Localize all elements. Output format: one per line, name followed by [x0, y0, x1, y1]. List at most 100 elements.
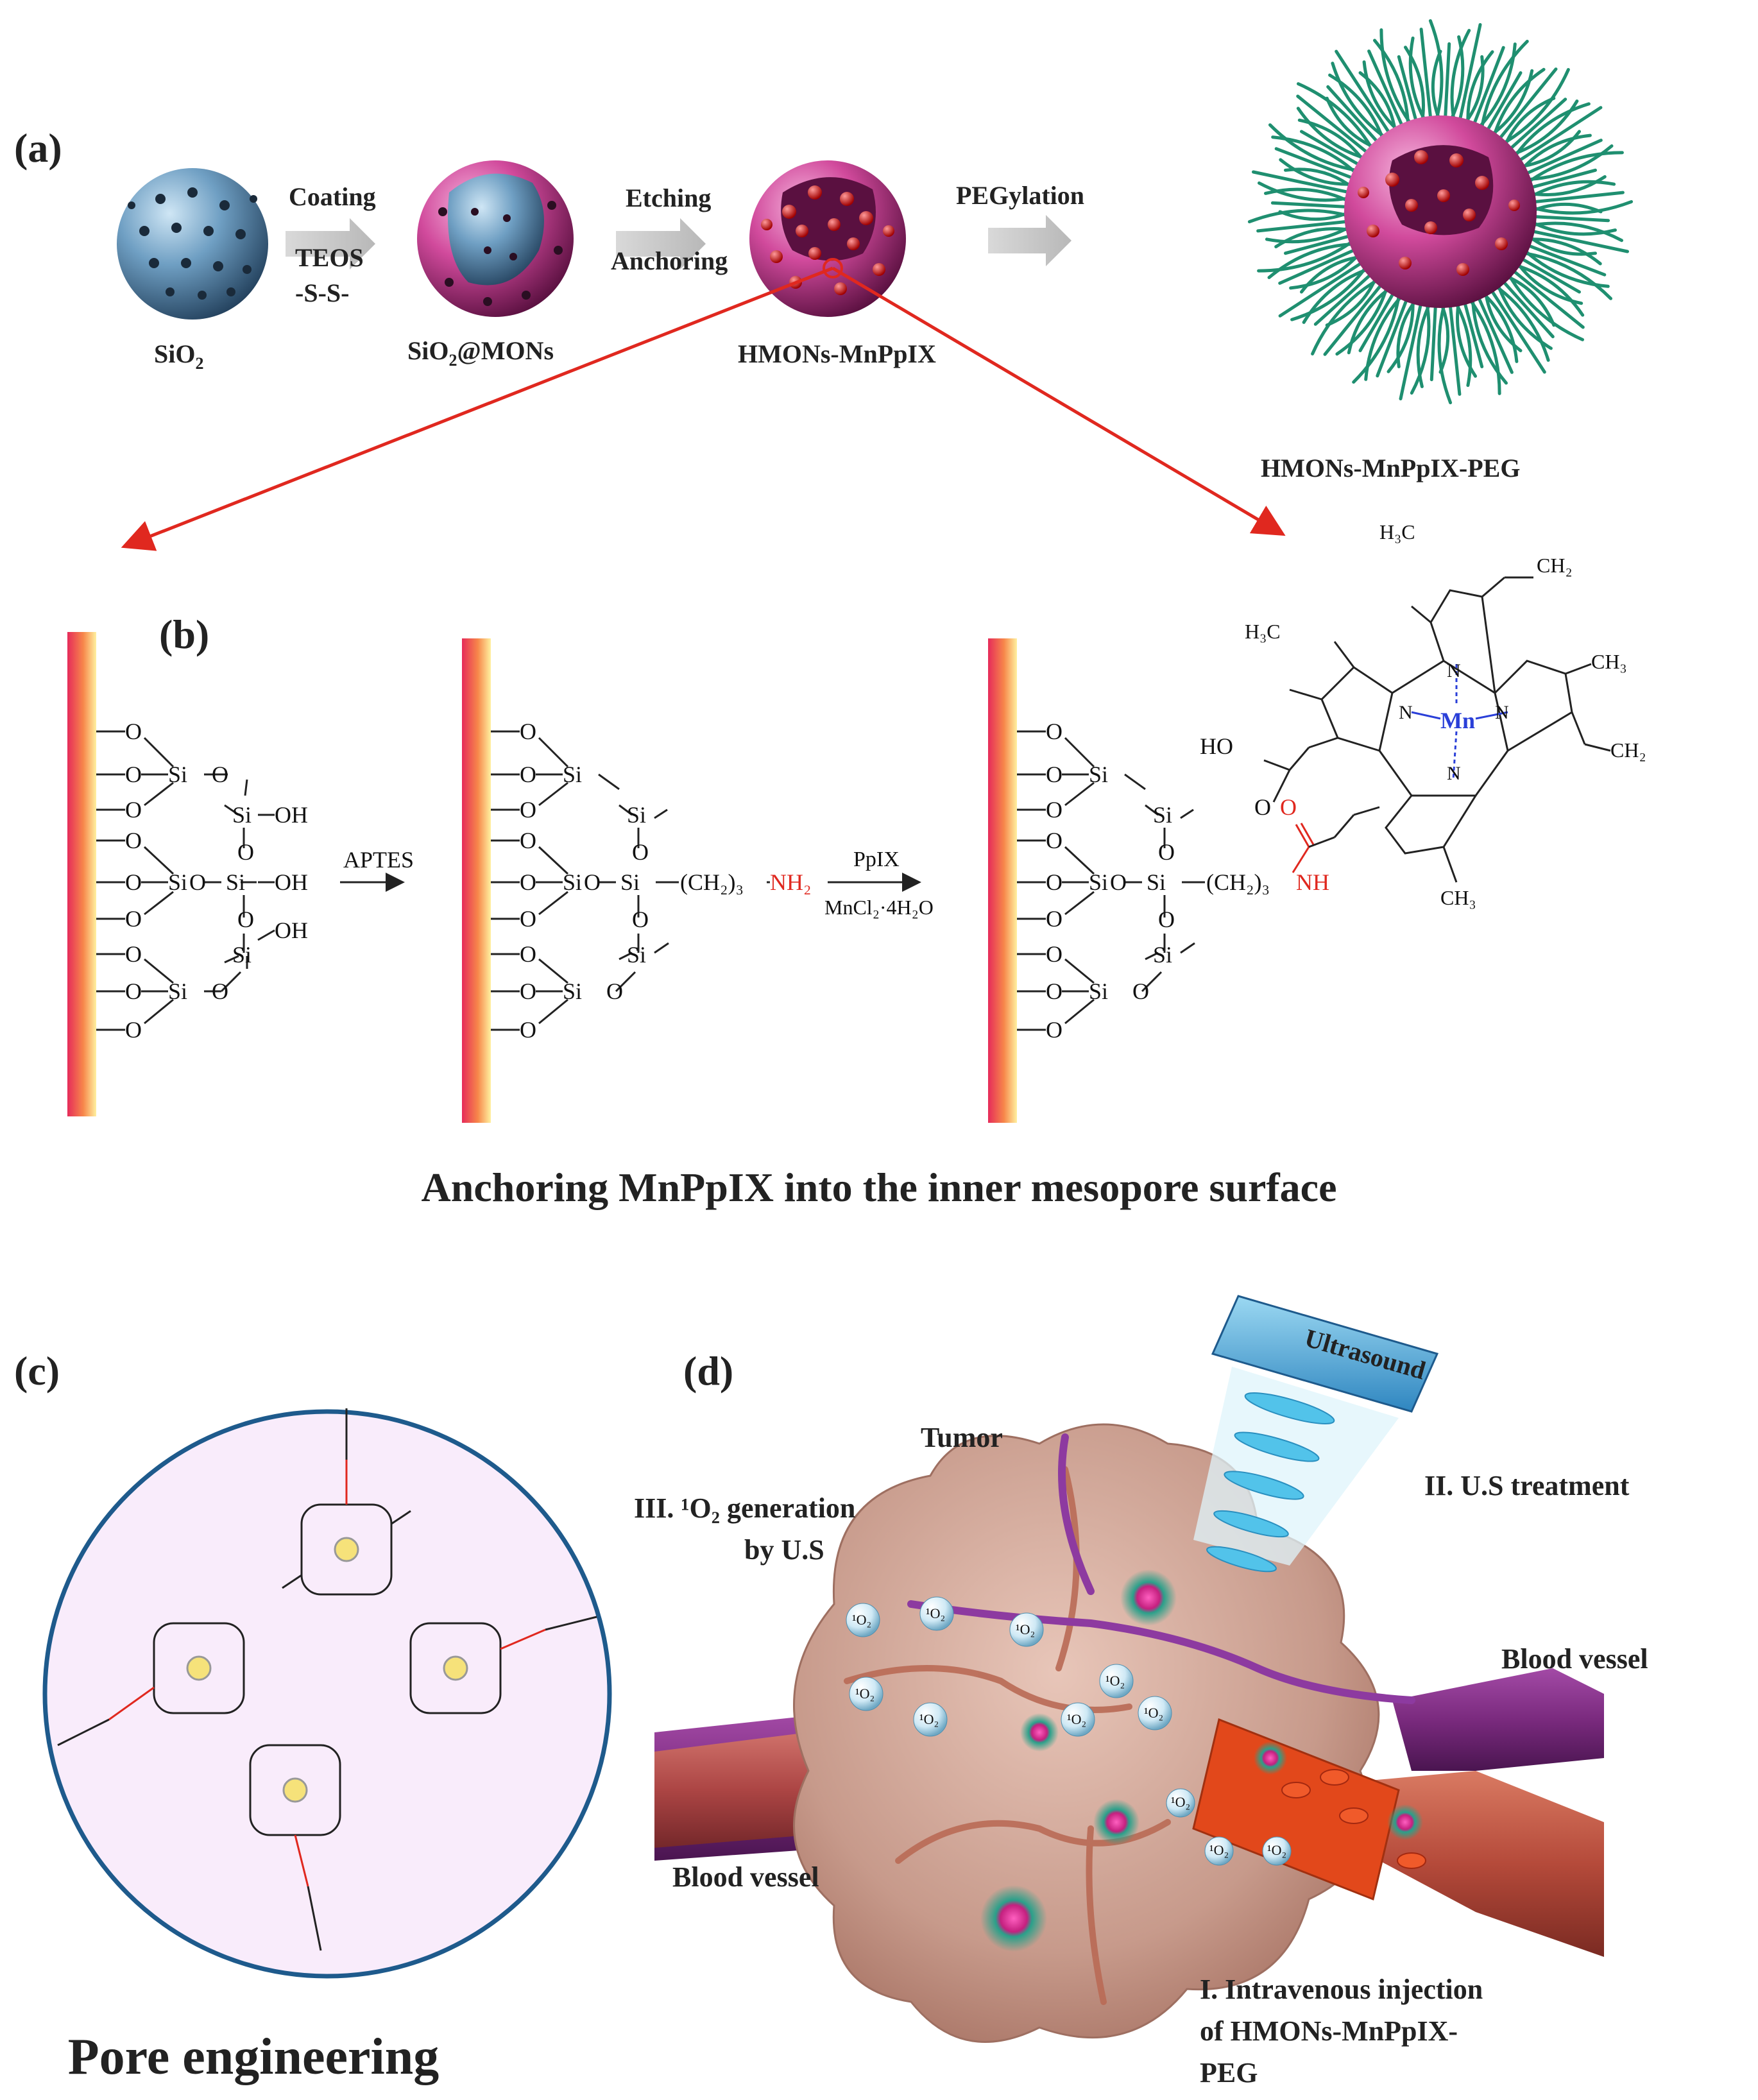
- tumor-label: Tumor: [921, 1422, 1003, 1453]
- silanol-surface-structure: [96, 730, 275, 1031]
- peg-chain: [1448, 299, 1462, 396]
- sio2-sphere-icon: [117, 168, 268, 320]
- aptes-surface-structure: [491, 730, 770, 1031]
- svg-text:O: O: [1046, 762, 1062, 787]
- svg-text:H₃C: H₃C: [1379, 520, 1415, 543]
- svg-text:O: O: [520, 1017, 536, 1043]
- svg-text:O: O: [520, 978, 536, 1004]
- svg-text:Si: Si: [168, 978, 187, 1004]
- panel-c-label: (c): [14, 1348, 60, 1394]
- svg-text:O: O: [1158, 907, 1175, 932]
- peg-chain: [1331, 62, 1390, 141]
- svg-text:CH₂: CH₂: [1537, 554, 1573, 577]
- svg-text:¹O₂: ¹O₂: [1144, 1705, 1163, 1721]
- hmons-mnppix-peg-label: HMONs-MnPpIX-PEG: [1261, 454, 1520, 482]
- silica-wall-3: [988, 638, 1017, 1123]
- peg-chain: [1521, 139, 1603, 177]
- peg-chain: [1376, 294, 1410, 378]
- svg-text:O: O: [1046, 869, 1062, 895]
- peg-chain: [1297, 82, 1376, 153]
- zoom-arrow-right: [832, 266, 1286, 536]
- teos-label: TEOS: [295, 243, 364, 272]
- svg-text:¹O₂: ¹O₂: [1105, 1673, 1125, 1689]
- peg-chain: [1358, 287, 1397, 352]
- peg-chain: [1367, 49, 1406, 132]
- peg-chain: [1524, 237, 1602, 266]
- zoom-circle: [823, 258, 843, 278]
- peg-chain: [1313, 270, 1376, 326]
- peg-chain: [1527, 221, 1623, 243]
- peg-chain: [1502, 273, 1556, 327]
- svg-text:O: O: [125, 762, 142, 787]
- panel-a-label: (a): [14, 125, 62, 171]
- step1-label-line3: PEG: [1200, 2057, 1258, 2088]
- peg-chain: [1278, 246, 1360, 285]
- peg-chain: [1419, 28, 1433, 124]
- svg-text:O: O: [237, 907, 254, 932]
- svg-text:Si: Si: [226, 869, 245, 895]
- svg-text:Mn: Mn: [1440, 708, 1475, 733]
- svg-text:Si: Si: [232, 942, 252, 968]
- peg-chain: [1457, 23, 1482, 126]
- svg-text:CH₃: CH₃: [1440, 886, 1476, 909]
- step1-label-line2: of HMONs-MnPpIX-: [1200, 2015, 1458, 2047]
- singlet-oxygen-labels: ¹O₂ ¹O₂ ¹O₂ ¹O₂ ¹O₂ ¹O₂ ¹O₂ ¹O₂ ¹O₂ ¹O₂ …: [852, 1605, 1286, 1858]
- peg-chain: [1323, 280, 1386, 356]
- peg-chain: [1487, 285, 1546, 374]
- peg-chain: [1438, 300, 1450, 374]
- svg-text:O: O: [125, 828, 142, 853]
- peg-chain: [1278, 259, 1367, 318]
- svg-text:Si: Si: [627, 802, 646, 828]
- svg-text:O: O: [1254, 794, 1271, 820]
- svg-text:N: N: [1447, 763, 1461, 784]
- svg-text:O: O: [1046, 978, 1062, 1004]
- svg-text:O: O: [1046, 941, 1062, 967]
- panel-d: (d): [634, 1295, 1648, 2088]
- svg-text:OH: OH: [275, 918, 308, 943]
- svg-text:O: O: [584, 869, 601, 895]
- peg-chain: [1480, 40, 1529, 133]
- svg-text:O: O: [520, 797, 536, 823]
- mncl2-label: MnCl₂·4H₂O: [824, 896, 934, 919]
- svg-text:Si: Si: [232, 802, 252, 828]
- svg-text:OH: OH: [275, 802, 308, 828]
- peg-chain: [1524, 151, 1624, 186]
- svg-text:¹O₂: ¹O₂: [852, 1612, 871, 1628]
- peg-chain: [1431, 49, 1442, 124]
- svg-text:O: O: [520, 869, 536, 895]
- peg-chain: [1519, 251, 1612, 300]
- svg-text:O: O: [1046, 1017, 1062, 1043]
- peg-chain: [1450, 29, 1471, 125]
- peg-chain: [1491, 282, 1550, 362]
- panel-b-label: (b): [159, 611, 209, 657]
- blood-vessel-left-label: Blood vessel: [672, 1861, 819, 1893]
- peg-chain: [1335, 282, 1390, 356]
- svg-text:¹O₂: ¹O₂: [919, 1711, 939, 1727]
- silica-wall-2: [462, 638, 491, 1123]
- aptes-label: APTES: [343, 847, 414, 873]
- coating-label: Coating: [289, 182, 376, 211]
- svg-text:Si: Si: [620, 869, 640, 895]
- peg-chain: [1511, 262, 1585, 317]
- svg-text:¹O₂: ¹O₂: [855, 1686, 875, 1702]
- svg-text:Si: Si: [1089, 762, 1108, 787]
- pore-circle: [42, 1409, 612, 1979]
- step2-label: II. U.S treatment: [1424, 1470, 1630, 1501]
- peg-nanoparticle-icon: [1247, 19, 1634, 405]
- peg-chain: [1511, 102, 1591, 161]
- peg-chain: [1528, 191, 1625, 204]
- svg-text:Si: Si: [168, 869, 187, 895]
- step1-label-line1: I. Intravenous injection: [1200, 1974, 1483, 2005]
- ppix-label: PpIX: [853, 848, 900, 871]
- zoom-arrow-left: [121, 266, 833, 551]
- svg-text:Si: Si: [1153, 942, 1172, 968]
- svg-text:OH: OH: [275, 869, 308, 895]
- blood-vessel-right-icon: [1392, 1668, 1604, 1771]
- mnppix-anchored-structure: [1017, 576, 1611, 1031]
- panel-c-caption: Pore engineering: [68, 2029, 439, 2085]
